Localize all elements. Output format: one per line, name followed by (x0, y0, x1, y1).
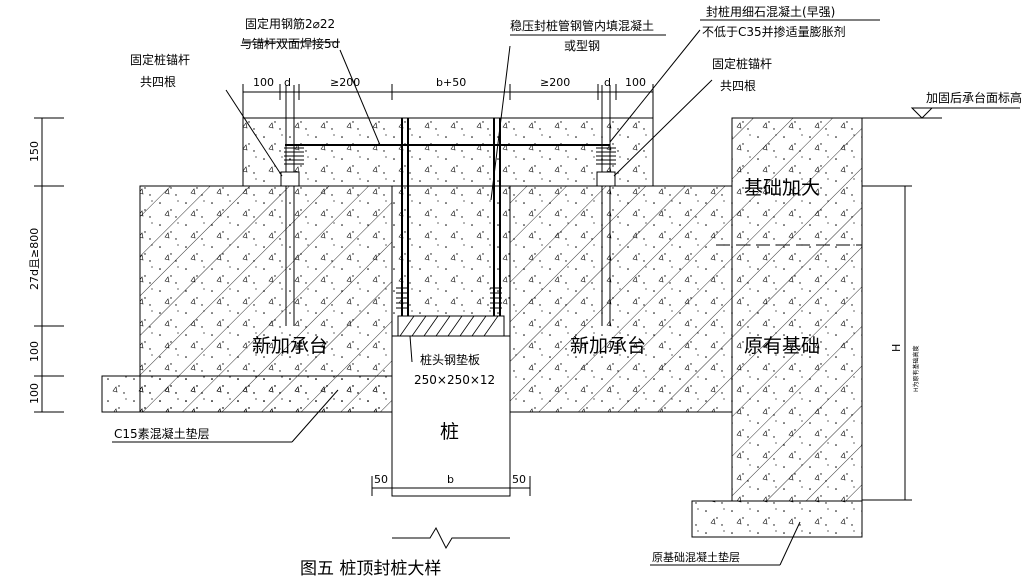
leader-lines (112, 19, 880, 566)
h-dimension (862, 185, 912, 501)
plate-label-line1: 桩头钢垫板 (420, 352, 480, 367)
left-dimension-chain (34, 117, 64, 413)
pile-head-steel-plate (397, 315, 505, 337)
dim-left-27d: 27d且≥800 (28, 228, 41, 290)
sealing-concrete-top (242, 117, 654, 316)
stabilizing-steel-tubes (401, 118, 501, 316)
h-label: H (890, 344, 903, 352)
anchor-rod-right (596, 85, 616, 326)
dim-top-200-right: ≥200 (540, 76, 570, 89)
rebar-label-line2: 与锚杆双面焊接5d (240, 36, 339, 51)
elevation-marker (862, 107, 1020, 119)
anchor-rod-left (280, 85, 304, 326)
dim-bottom-50-right: 50 (512, 473, 526, 486)
dim-left-150: 150 (28, 141, 41, 162)
existing-foundation (731, 117, 863, 502)
plate-label-line2: 250×250×12 (414, 373, 495, 387)
dim-left-100b: 100 (28, 383, 41, 404)
dim-left-100a: 100 (28, 341, 41, 362)
new-cap-left-label: 新加承台 (252, 335, 328, 357)
dim-top-100-right: 100 (625, 76, 646, 89)
anchor-right-line2: 共四根 (720, 79, 756, 93)
dim-top-d-left: d (284, 76, 291, 89)
top-elevation-label: 加固后承台面标高 (926, 90, 1022, 105)
h-note: H为原有基础高度 (912, 345, 920, 392)
dim-top-100-left: 100 (253, 76, 274, 89)
seal-label-line2: 不低于C35并掺适量膨胀剂 (702, 24, 846, 39)
pile-label: 桩 (440, 421, 459, 443)
fill-label-line2: 或型钢 (564, 39, 600, 53)
dim-bottom-50-left: 50 (374, 473, 388, 486)
bottom-dimension-chain (371, 476, 531, 496)
fill-label-line1: 稳压封桩管钢管内填混凝土 (510, 18, 654, 33)
anchor-left-line2: 共四根 (140, 75, 176, 89)
foundation-enlarge-label: 基础加大 (744, 177, 820, 199)
right-new-pile-cap (509, 185, 733, 413)
dim-bottom-b: b (447, 473, 454, 486)
top-dimension-chain (242, 84, 654, 118)
orig-layer-label: 原基础混凝土垫层 (652, 550, 740, 564)
rebar-label-line1: 固定用钢筋2⌀22 (245, 16, 335, 31)
pile-head-springs (396, 287, 502, 309)
anchor-left-line1: 固定桩锚杆 (130, 52, 190, 67)
dim-top-d-right: d (604, 76, 611, 89)
original-foundation-bedding (691, 500, 863, 538)
c15-plain-concrete-bedding (101, 375, 393, 413)
left-new-pile-cap (139, 185, 393, 413)
new-cap-right-label: 新加承台 (570, 335, 646, 357)
c15-layer-label: C15素混凝土垫层 (114, 426, 210, 441)
dim-top-b-plus-50: b+50 (436, 76, 466, 89)
figure-caption: 图五 桩顶封桩大样 (300, 559, 441, 579)
anchor-right-line1: 固定桩锚杆 (712, 56, 772, 71)
seal-label-line1: 封桩用细石混凝土(早强) (706, 4, 835, 19)
existing-foundation-label: 原有基础 (744, 335, 820, 357)
